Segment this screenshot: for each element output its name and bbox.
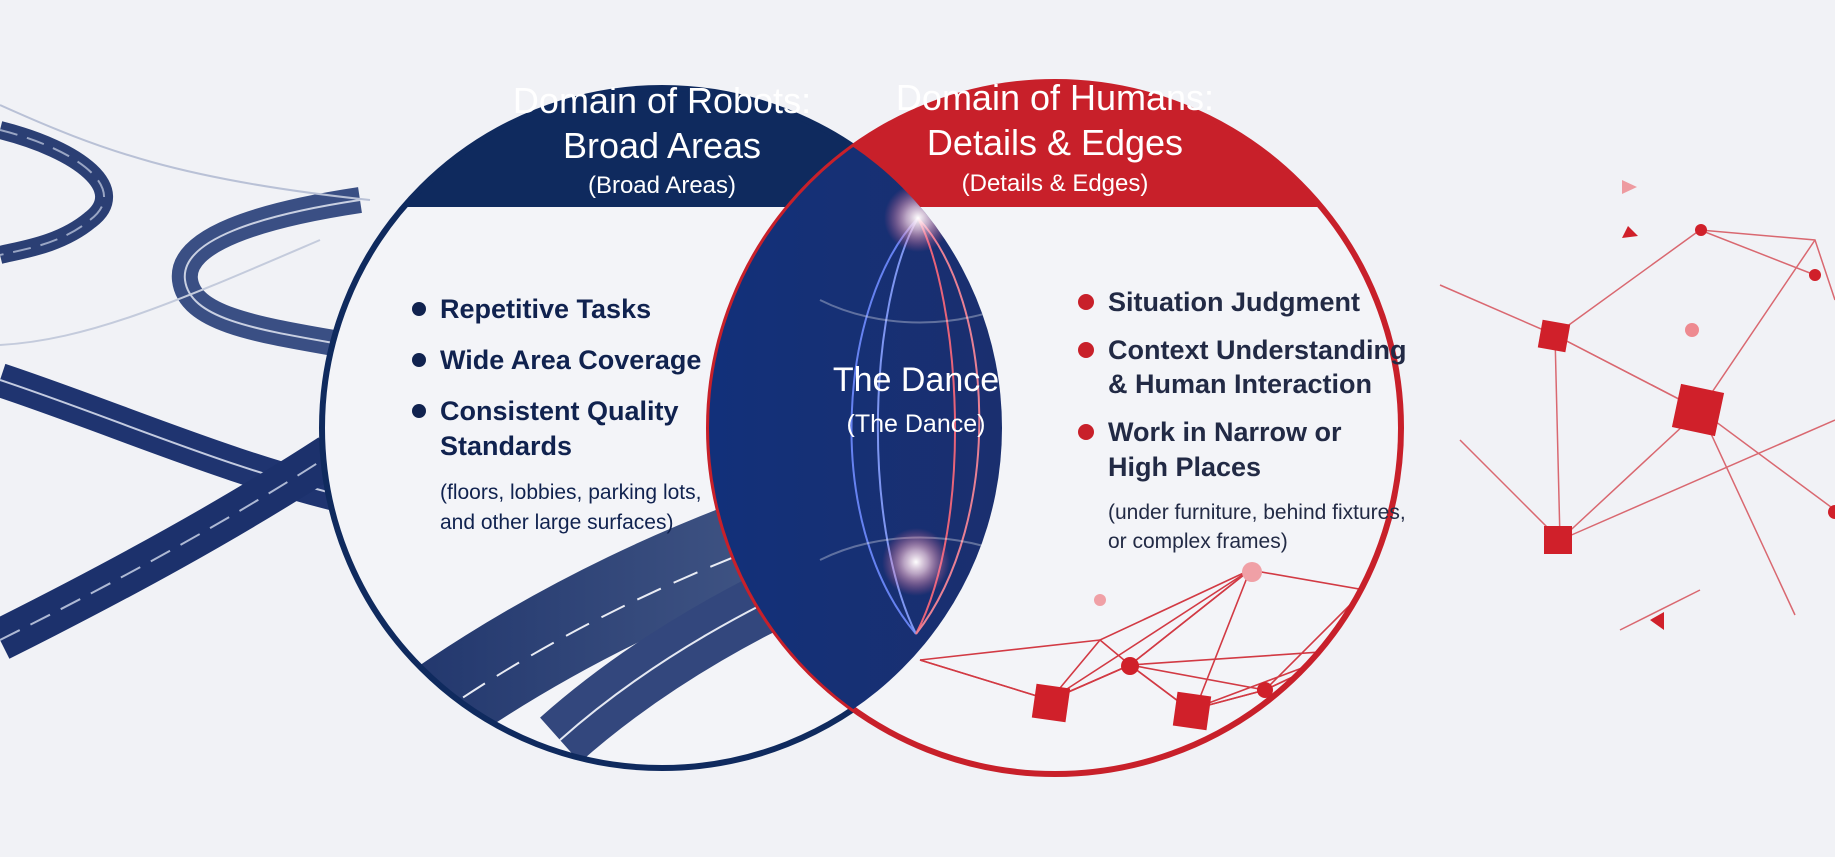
background-roads bbox=[0, 104, 371, 659]
humans-item-1: Situation Judgment bbox=[1108, 287, 1360, 317]
robots-item-2: Wide Area Coverage bbox=[440, 345, 701, 375]
robots-note-line1: (floors, lobbies, parking lots, bbox=[440, 481, 701, 504]
bullet-dot bbox=[412, 353, 426, 367]
bullet-dot bbox=[1078, 294, 1094, 310]
background-network bbox=[1439, 229, 1835, 631]
humans-note-line1: (under furniture, behind fixtures, bbox=[1108, 501, 1406, 524]
bullet-dot bbox=[412, 302, 426, 316]
bullet-dot bbox=[412, 404, 426, 418]
humans-item-2-line2: & Human Interaction bbox=[1108, 369, 1372, 399]
bullet-dot bbox=[1078, 342, 1094, 358]
humans-title-line2: Details & Edges bbox=[927, 122, 1183, 163]
background-network-nodes bbox=[1537, 180, 1835, 630]
robots-title-line2: Broad Areas bbox=[563, 125, 761, 166]
humans-item-3-line1: Work in Narrow or bbox=[1108, 417, 1342, 447]
humans-bullet-list: Situation Judgment Context Understanding… bbox=[1078, 287, 1407, 553]
humans-item-2-line1: Context Understanding bbox=[1108, 335, 1407, 365]
robots-item-1: Repetitive Tasks bbox=[440, 294, 651, 324]
robots-note-line2: and other large surfaces) bbox=[440, 511, 673, 534]
robots-title-line1: Domain of Robots: bbox=[513, 80, 811, 121]
humans-item-3-line2: High Places bbox=[1108, 452, 1261, 482]
humans-title-line1: Domain of Humans: bbox=[896, 77, 1214, 118]
robots-bullet-list: Repetitive Tasks Wide Area Coverage Cons… bbox=[412, 294, 701, 534]
robots-subtitle: (Broad Areas) bbox=[588, 172, 736, 199]
humans-subtitle: (Details & Edges) bbox=[962, 170, 1149, 197]
bullet-dot bbox=[1078, 424, 1094, 440]
robots-item-3-line2: Standards bbox=[440, 431, 572, 461]
center-title: The Dance bbox=[833, 361, 999, 399]
humans-note-line2: or complex frames) bbox=[1108, 530, 1288, 553]
robots-item-3-line1: Consistent Quality bbox=[440, 396, 679, 426]
center-subtitle: (The Dance) bbox=[847, 410, 986, 438]
